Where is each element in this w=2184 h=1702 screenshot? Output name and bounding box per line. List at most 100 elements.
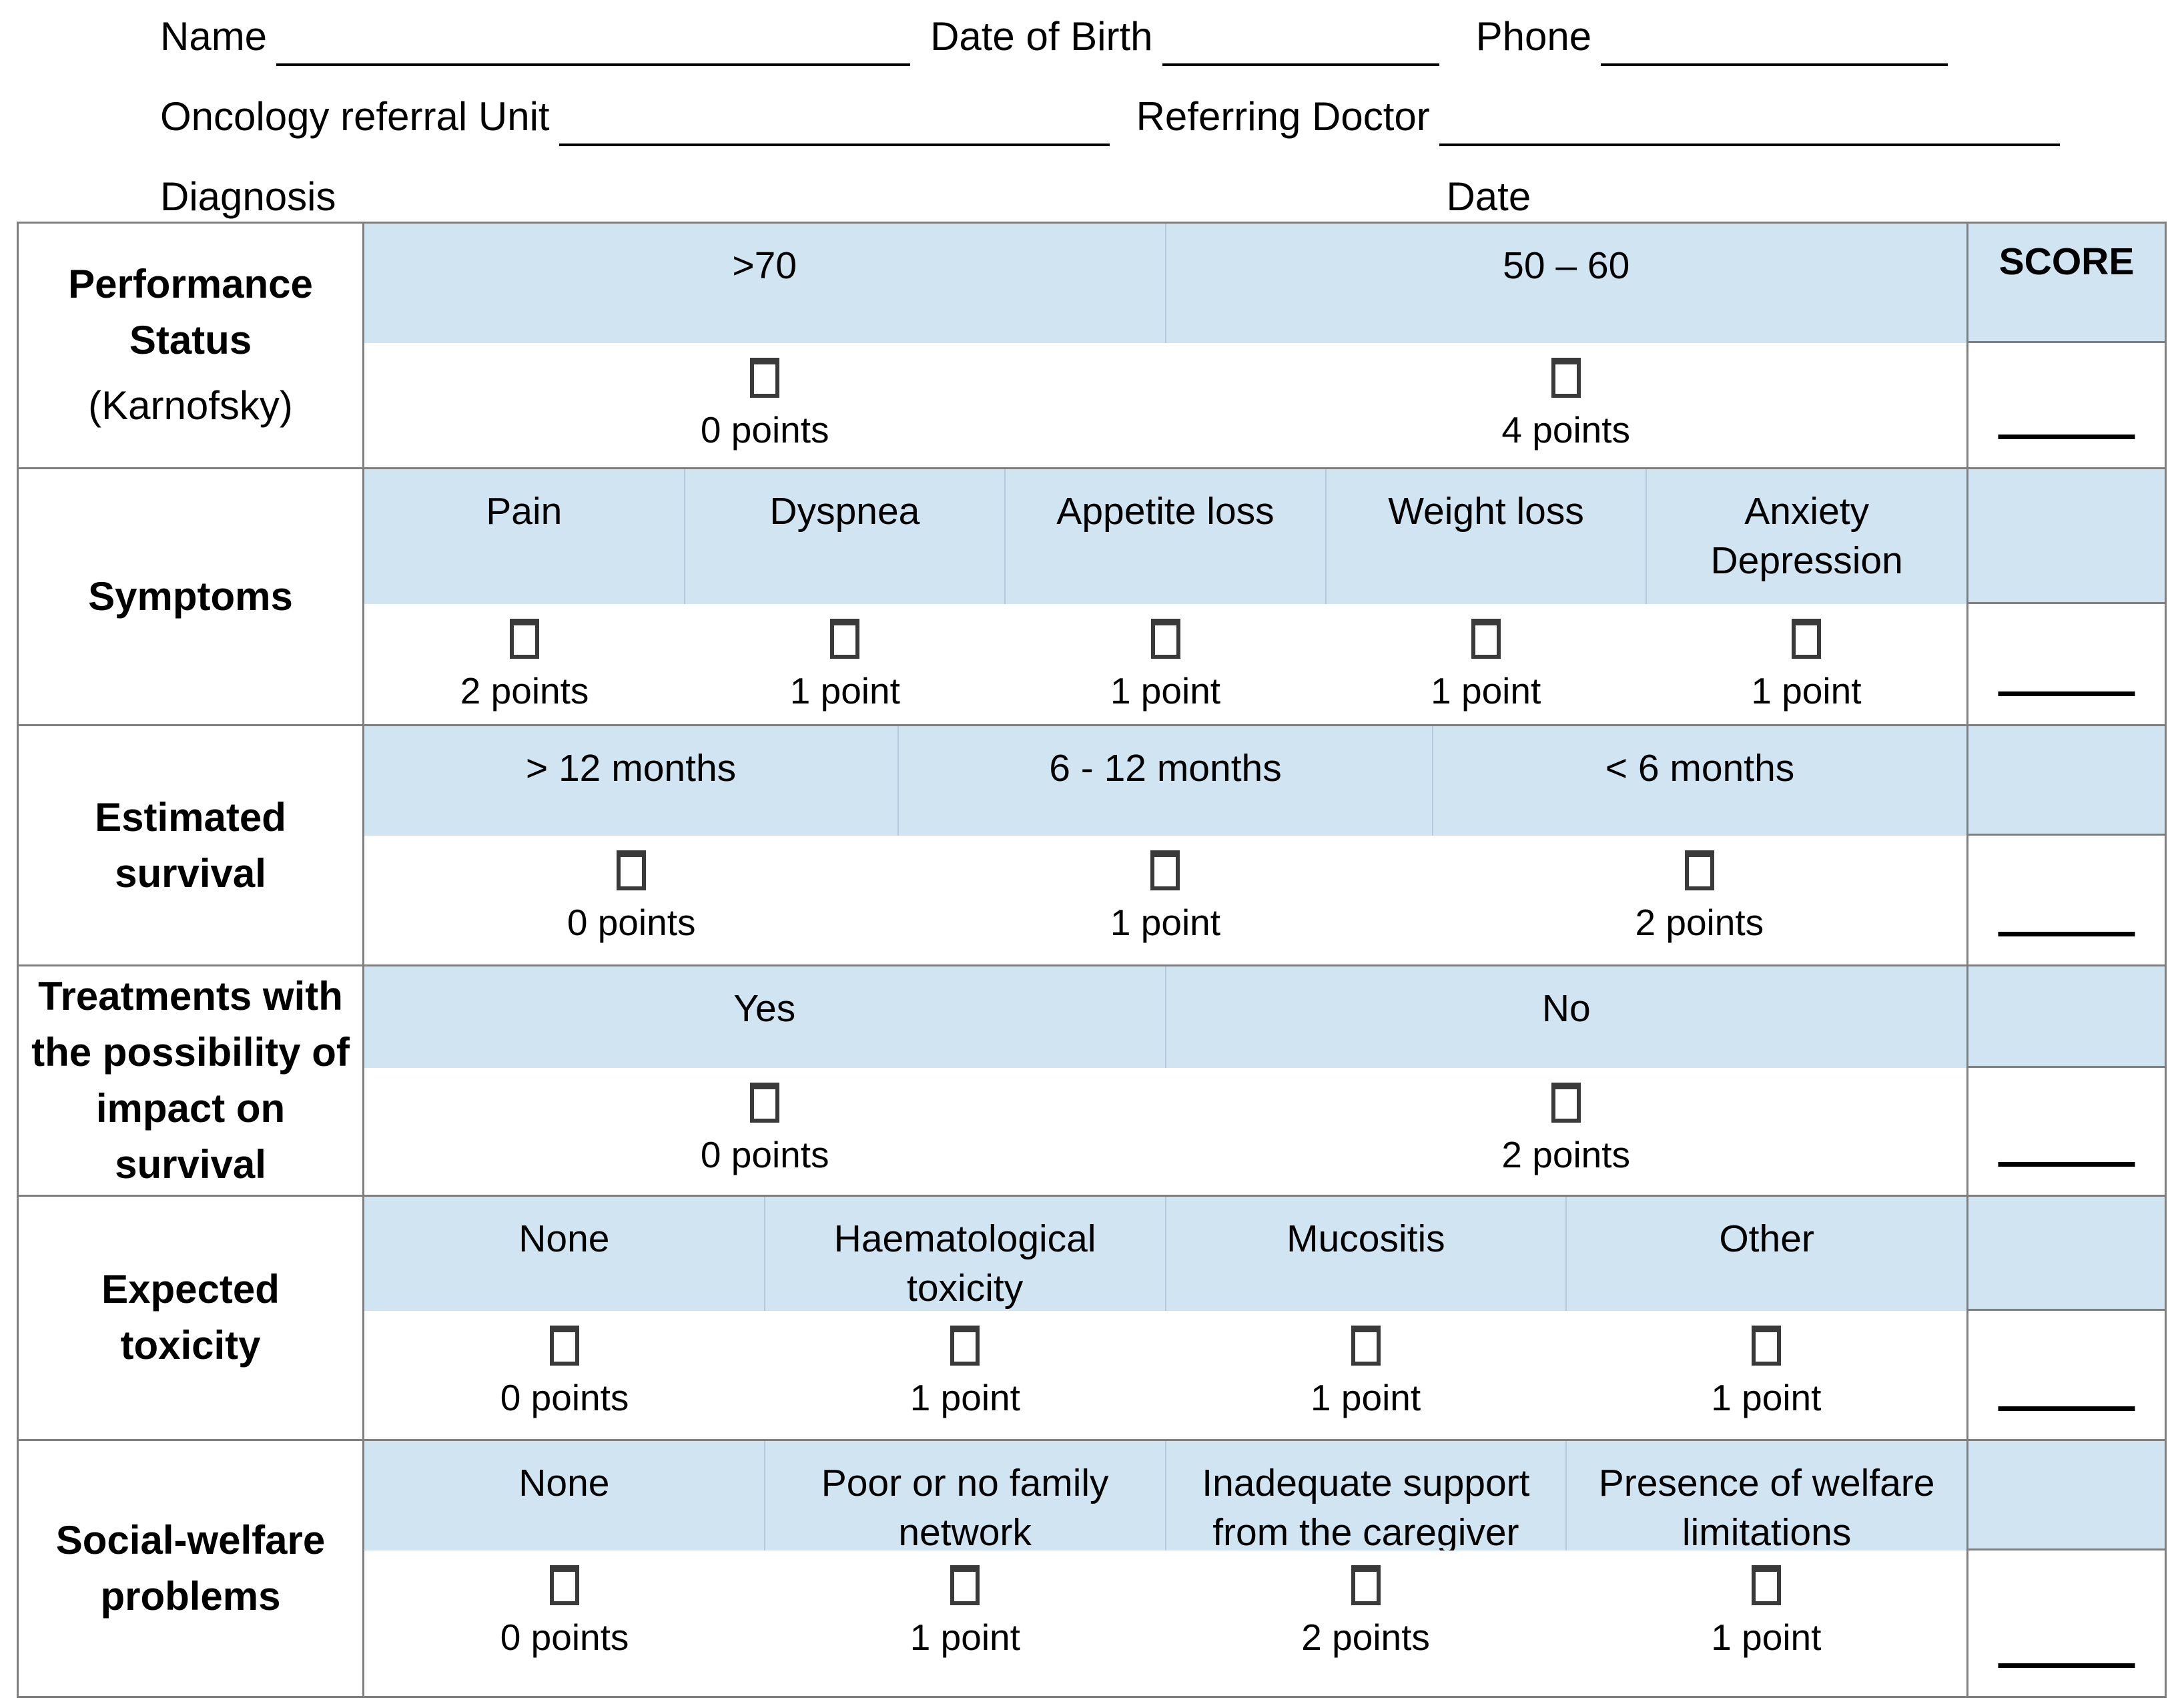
points-label: 0 points xyxy=(700,408,829,451)
points-label: 1 point xyxy=(1711,1617,1822,1659)
option-checkbox[interactable] xyxy=(1471,619,1501,659)
score-cell-header xyxy=(1968,726,2165,836)
option-header: Appetite loss xyxy=(1004,469,1325,605)
option-header: < 6 months xyxy=(1432,726,1966,836)
score-blank[interactable] xyxy=(1998,691,2135,696)
points-label: 2 points xyxy=(1301,1617,1430,1659)
option-choice: 0 points xyxy=(364,343,1166,467)
option-checkbox[interactable] xyxy=(1551,1083,1581,1123)
option-checkbox[interactable] xyxy=(950,1565,980,1606)
score-blank[interactable] xyxy=(1998,1162,2135,1167)
row-label: Symptoms xyxy=(88,573,293,619)
score-cell-body xyxy=(1968,604,2165,724)
option-checkbox[interactable] xyxy=(1684,850,1714,891)
score-cell-body xyxy=(1968,1310,2165,1439)
option-header: 6 - 12 months xyxy=(897,726,1432,836)
points-label: 1 point xyxy=(1751,670,1862,712)
option-checkbox[interactable] xyxy=(750,1083,780,1123)
option-checkbox[interactable] xyxy=(1351,1325,1381,1366)
phone-field[interactable] xyxy=(1601,23,1948,66)
option-checkbox[interactable] xyxy=(617,850,647,891)
option-label: 50 – 60 xyxy=(1503,244,1630,287)
option-label: Inadequate support from the caregiver xyxy=(1202,1461,1530,1554)
option-checkbox[interactable] xyxy=(1751,1565,1781,1606)
points-label: 2 points xyxy=(1635,902,1764,944)
option-label: Weight loss xyxy=(1388,489,1584,533)
points-label: 4 points xyxy=(1501,408,1631,451)
option-checkbox[interactable] xyxy=(1751,1325,1781,1366)
option-header: No xyxy=(1164,966,1967,1069)
option-checkbox[interactable] xyxy=(550,1565,580,1606)
points-label: 1 point xyxy=(789,670,900,712)
option-choice: 2 points xyxy=(1166,1068,1967,1195)
option-checkbox[interactable] xyxy=(1351,1565,1381,1606)
option-checkbox[interactable] xyxy=(1150,850,1180,891)
option-header: Other xyxy=(1565,1197,1966,1311)
option-choice: 1 point xyxy=(1166,1311,1566,1439)
row-label-cell: Estimated survival xyxy=(19,726,364,965)
option-choice: 1 point xyxy=(1566,1311,1966,1439)
score-blank[interactable] xyxy=(1998,1663,2135,1668)
score-cell-body xyxy=(1968,342,2165,467)
referring-doctor-field[interactable] xyxy=(1439,103,2060,146)
option-choice: 0 points xyxy=(364,1311,765,1439)
row-label: Performance Status xyxy=(68,262,313,363)
score-cell xyxy=(1966,1440,2165,1696)
option-choice: 1 point xyxy=(1005,604,1325,724)
option-header: 50 – 60 xyxy=(1164,224,1967,343)
option-checkbox[interactable] xyxy=(950,1325,980,1366)
option-checkbox[interactable] xyxy=(1791,619,1821,659)
option-checkbox[interactable] xyxy=(510,619,540,659)
diagnosis-field[interactable] xyxy=(345,184,1420,226)
option-choice: 1 point xyxy=(1326,604,1646,724)
date-of-birth-label: Date of Birth xyxy=(930,14,1153,59)
date-of-birth-field[interactable] xyxy=(1162,23,1439,66)
phone-label: Phone xyxy=(1475,14,1592,59)
option-checkbox[interactable] xyxy=(550,1325,580,1366)
option-choice: 1 point xyxy=(898,836,1432,964)
points-label: 1 point xyxy=(1110,902,1221,944)
score-cell xyxy=(1966,726,2165,965)
score-cell xyxy=(1966,966,2165,1195)
option-header: Weight loss xyxy=(1325,469,1646,605)
oncology-referral-unit-field[interactable] xyxy=(559,103,1110,146)
score-blank[interactable] xyxy=(1998,1406,2135,1411)
header-line-3: Diagnosis Date xyxy=(160,174,1831,226)
option-checkbox[interactable] xyxy=(750,357,780,398)
option-choice: 0 points xyxy=(364,1550,765,1696)
name-field[interactable] xyxy=(276,23,911,66)
option-checkbox[interactable] xyxy=(1551,357,1581,398)
option-header: Presence of welfare limitations xyxy=(1565,1440,1966,1554)
option-choice: 4 points xyxy=(1166,343,1967,467)
row-label-cell: Social-welfare problems xyxy=(19,1440,364,1696)
score-cell-header xyxy=(1968,966,2165,1069)
row-label: Treatments with the possibility of impac… xyxy=(31,974,350,1187)
score-cell: SCORE xyxy=(1966,224,2165,467)
option-checkbox[interactable] xyxy=(1150,619,1180,659)
option-label: Anxiety Depression xyxy=(1710,489,1903,582)
option-header: Poor or no family network xyxy=(763,1440,1165,1554)
score-cell xyxy=(1966,1197,2165,1439)
points-label: 0 points xyxy=(500,1617,629,1659)
row-label: Social-welfare problems xyxy=(55,1517,326,1619)
option-checkbox[interactable] xyxy=(830,619,860,659)
option-header: Inadequate support from the caregiver xyxy=(1164,1440,1566,1554)
row-label-cell: Expected toxicity xyxy=(19,1197,364,1439)
date-field[interactable] xyxy=(1540,184,1831,226)
option-label: < 6 months xyxy=(1605,746,1795,790)
points-label: 0 points xyxy=(567,902,696,944)
points-label: 2 points xyxy=(1501,1134,1631,1176)
score-blank[interactable] xyxy=(1998,932,2135,937)
score-cell-header xyxy=(1968,1197,2165,1311)
points-label: 0 points xyxy=(700,1134,829,1176)
option-label: Haematological toxicity xyxy=(833,1217,1096,1310)
score-blank[interactable] xyxy=(1998,434,2135,439)
